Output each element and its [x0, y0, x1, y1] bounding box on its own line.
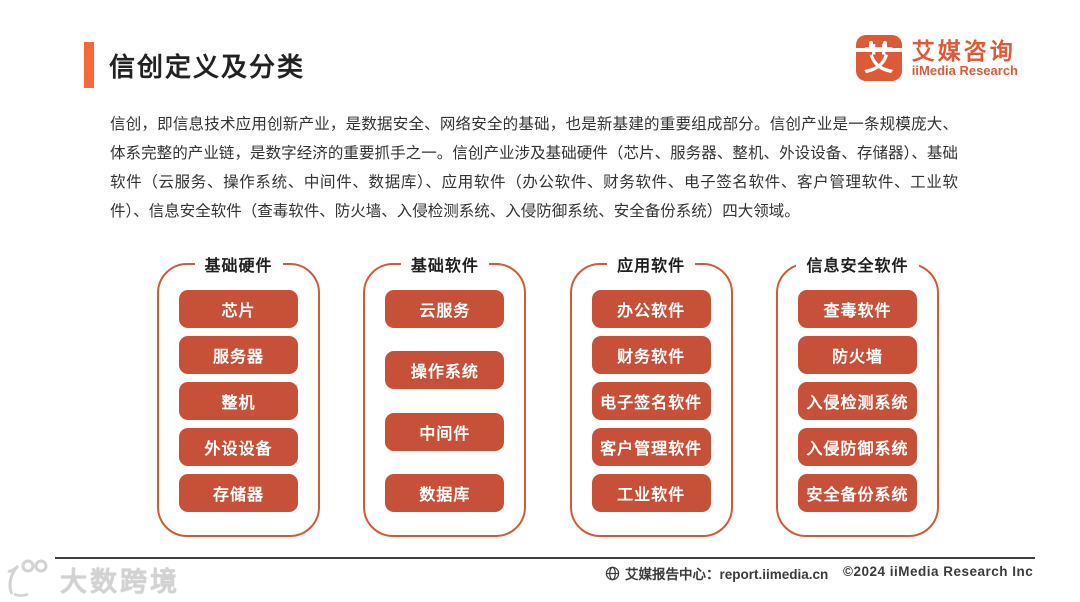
page-title: 信创定义及分类: [109, 51, 306, 82]
globe-icon: [605, 566, 620, 581]
footer-divider: [55, 557, 1035, 559]
watermark-logo-icon: [4, 556, 56, 602]
category-item: 外设设备: [179, 428, 298, 466]
footer-report-center: 艾媒报告中心：report.iimedia.cn: [605, 563, 828, 583]
category-3: 应用软件办公软件财务软件电子签名软件客户管理软件工业软件: [569, 252, 733, 537]
category-item: 操作系统: [385, 351, 505, 390]
category-item: 芯片: [179, 290, 298, 328]
category-item: 安全备份系统: [797, 474, 917, 512]
category-item: 防火墙: [797, 336, 917, 374]
category-item: 查毒软件: [797, 290, 917, 328]
category-4: 信息安全软件查毒软件防火墙入侵检测系统入侵防御系统安全备份系统: [775, 252, 939, 537]
category-item: 办公软件: [591, 290, 711, 328]
category-item: 数据库: [385, 473, 505, 512]
category-item: 电子签名软件: [591, 382, 711, 420]
intro-paragraph: 信创，即信息技术应用创新产业，是数据安全、网络安全的基础，也是新基建的重要组成部…: [110, 116, 958, 220]
category-items: 云服务操作系统中间件数据库: [365, 290, 524, 512]
logo-crossbar-decoration: [850, 48, 907, 52]
title-accent-bar: [84, 42, 94, 88]
page-title-block: 信创定义及分类: [84, 42, 305, 88]
logo-tick-decoration: [868, 41, 873, 49]
category-item: 中间件: [385, 412, 505, 451]
category-item: 存储器: [179, 474, 298, 512]
category-items: 办公软件财务软件电子签名软件客户管理软件工业软件: [572, 290, 731, 512]
category-label: 基础软件: [400, 252, 489, 276]
watermark: 大数跨境: [4, 556, 180, 602]
brand-name-en: iiMedia Research: [911, 62, 1018, 78]
category-item: 客户管理软件: [591, 428, 711, 466]
category-1: 基础硬件芯片服务器整机外设设备存储器: [157, 252, 320, 537]
footer-copyright: ©2024 iiMedia Research Inc: [843, 564, 1034, 579]
category-item: 工业软件: [591, 474, 711, 512]
iimedia-logo-icon: 艾: [850, 35, 907, 81]
category-item: 入侵防御系统: [797, 428, 917, 466]
category-label: 应用软件: [607, 252, 696, 276]
logo-text: 艾媒咨询 iiMedia Research: [912, 39, 1018, 78]
categories: 基础硬件芯片服务器整机外设设备存储器基础软件云服务操作系统中间件数据库应用软件办…: [157, 252, 939, 537]
category-item: 入侵检测系统: [797, 382, 917, 420]
category-item: 云服务: [385, 290, 505, 328]
category-label: 基础硬件: [194, 252, 283, 276]
footer-report-center-text: 艾媒报告中心：report.iimedia.cn: [625, 567, 829, 582]
logo-tick-decoration: [882, 41, 887, 49]
category-item: 服务器: [179, 336, 298, 374]
brand-name-cn: 艾媒咨询: [911, 37, 1016, 64]
category-items: 查毒软件防火墙入侵检测系统入侵防御系统安全备份系统: [778, 290, 937, 512]
category-item: 整机: [179, 382, 298, 420]
category-items: 芯片服务器整机外设设备存储器: [159, 290, 318, 512]
iimedia-logo: 艾 艾媒咨询 iiMedia Research: [850, 35, 1018, 81]
watermark-text: 大数跨境: [60, 567, 180, 597]
category-label: 信息安全软件: [796, 252, 919, 276]
category-item: 财务软件: [591, 336, 711, 374]
category-2: 基础软件云服务操作系统中间件数据库: [363, 252, 527, 537]
